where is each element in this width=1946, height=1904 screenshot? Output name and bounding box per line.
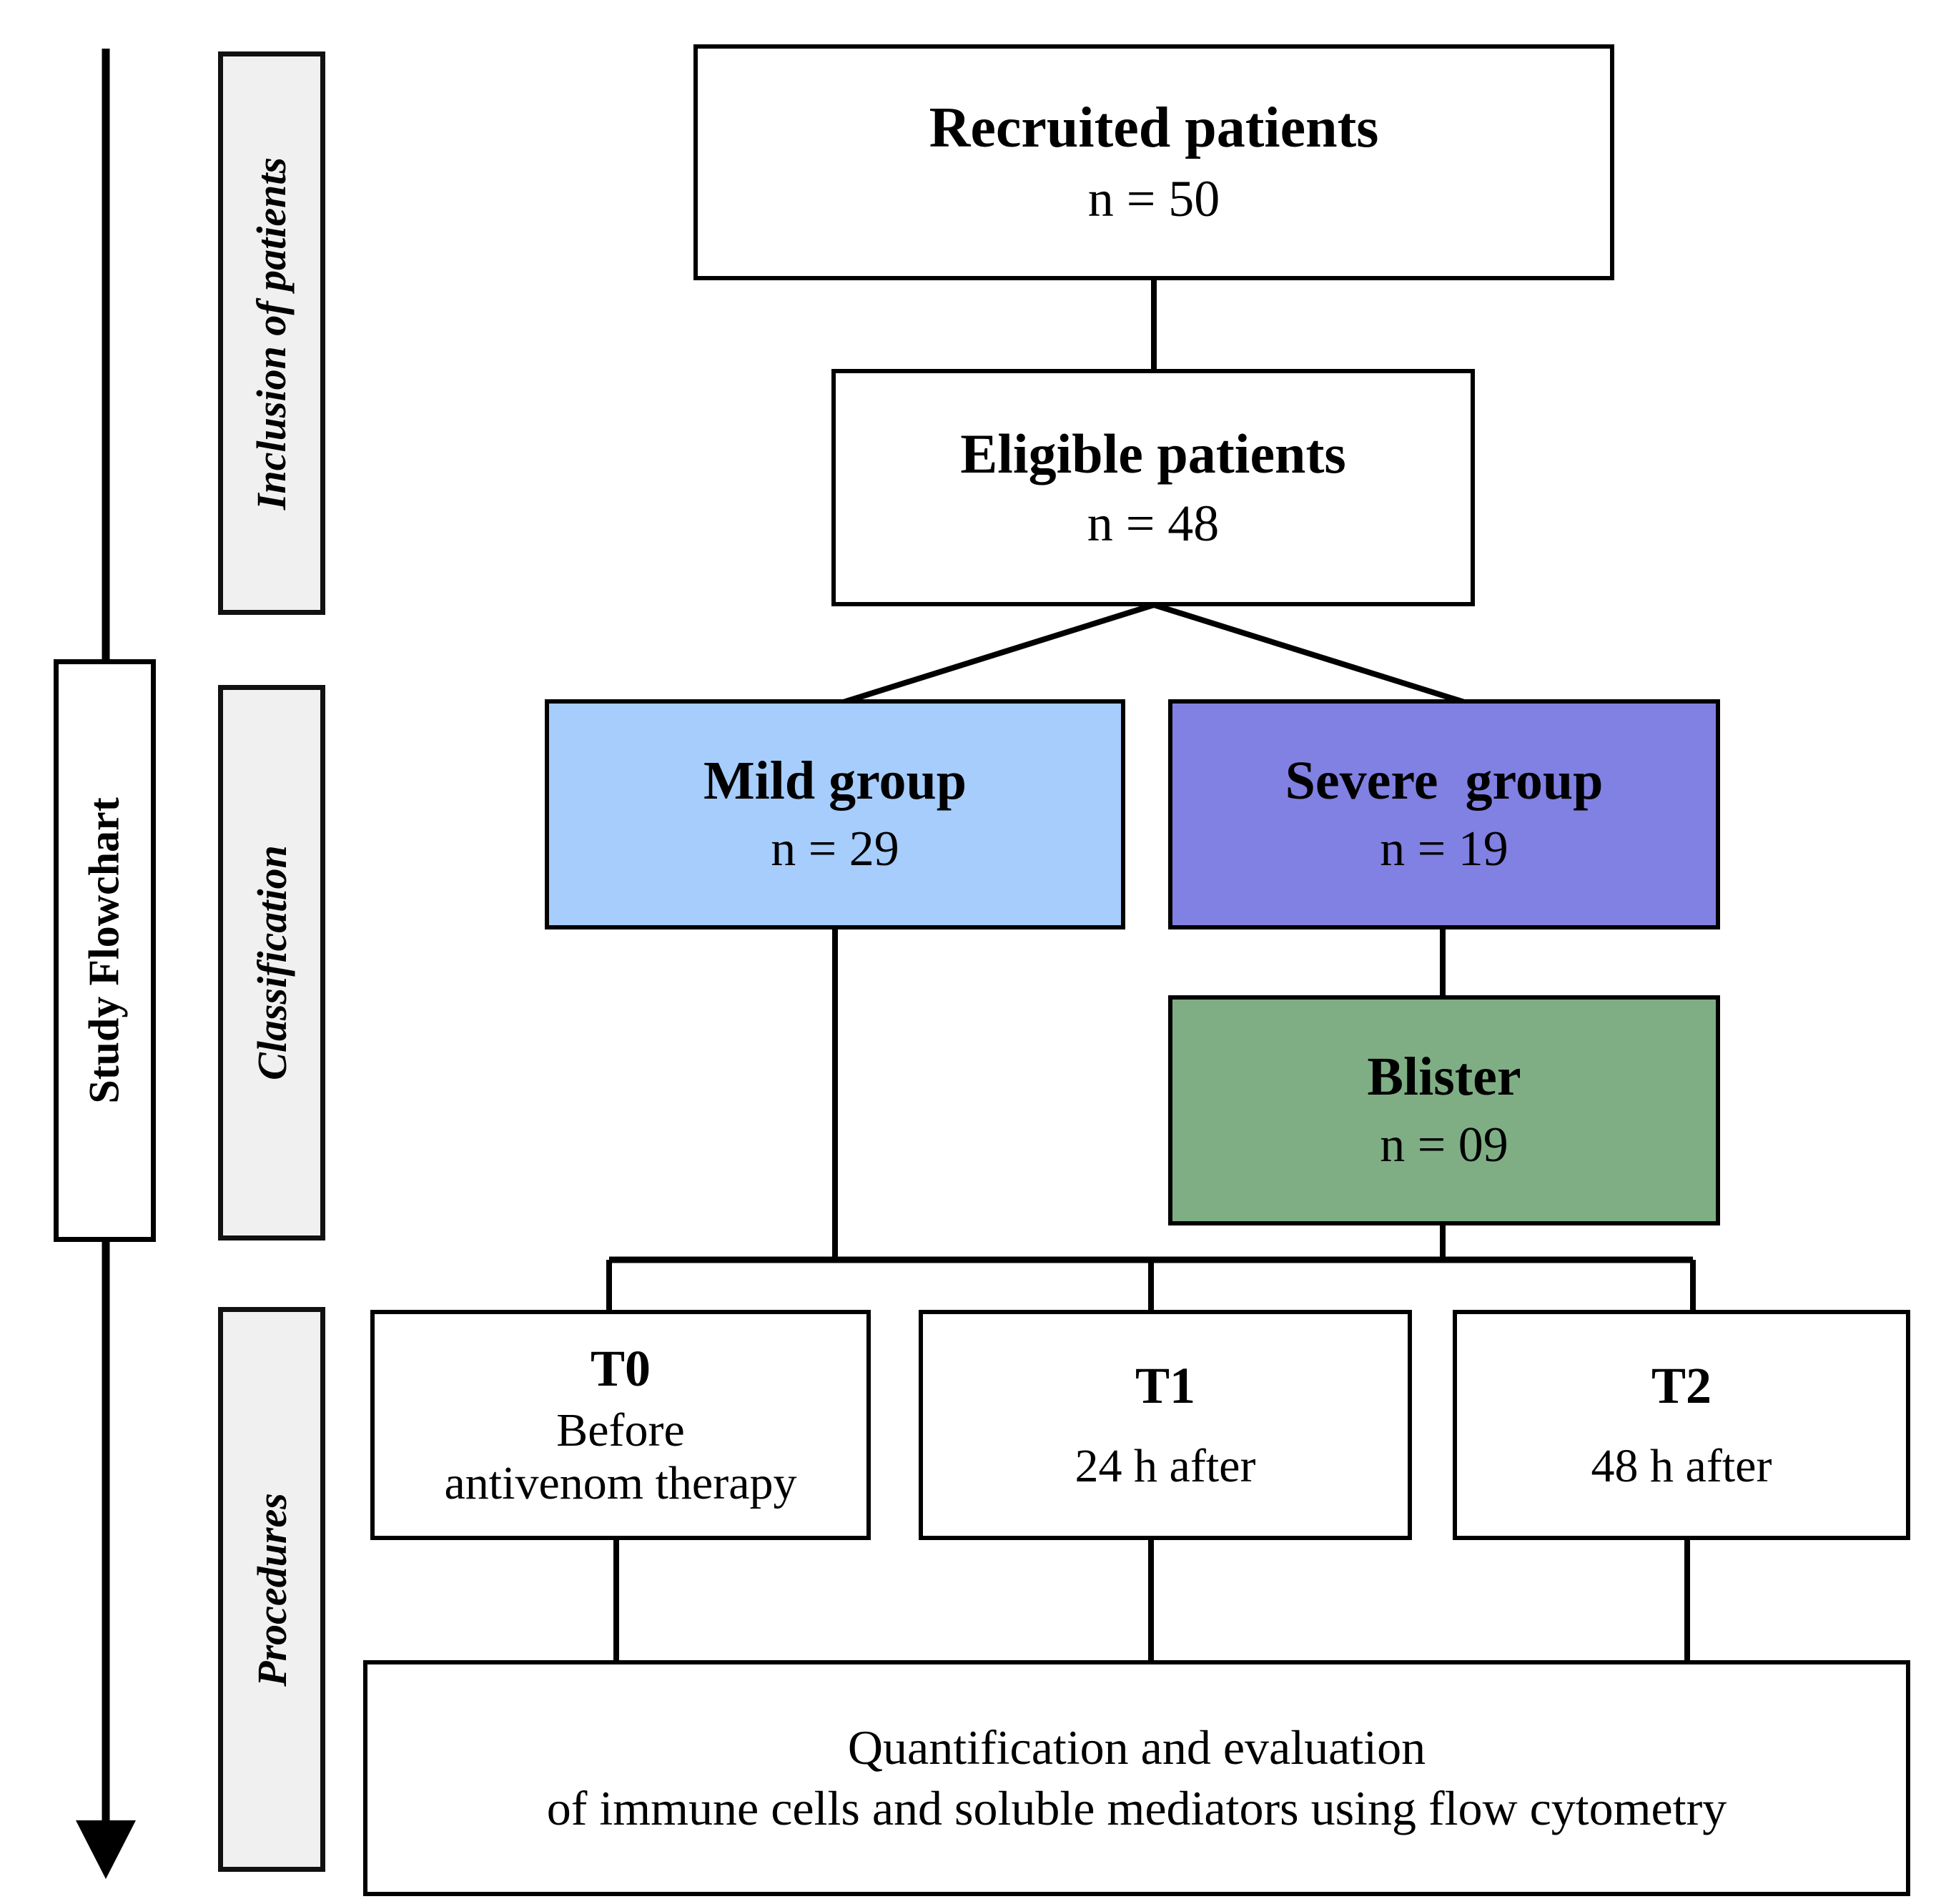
blister[interactable]: Blister n = 09 <box>1168 995 1720 1225</box>
stage-inclusion: Inclusion of patients <box>218 51 325 615</box>
timepoint-t2-desc: 48 h after <box>1591 1440 1772 1493</box>
flow-axis-label: Study Flowchart <box>54 659 156 1242</box>
timepoint-t0[interactable]: T0 Before antivenom therapy <box>370 1310 871 1540</box>
stage-inclusion-label: Inclusion of patients <box>248 157 295 510</box>
outcome-text: Quantification and evaluation of immune … <box>546 1720 1727 1835</box>
mild-group[interactable]: Mild group n = 29 <box>545 699 1125 929</box>
timepoint-t0-desc: Before antivenom therapy <box>444 1404 797 1510</box>
flow-axis-label-text: Study Flowchart <box>81 797 129 1104</box>
recruited-patients[interactable]: Recruited patients n = 50 <box>693 44 1614 280</box>
timepoint-t1-title: T1 <box>1135 1356 1196 1414</box>
mild-group-title: Mild group <box>703 751 967 812</box>
outcome[interactable]: Quantification and evaluation of immune … <box>363 1660 1910 1896</box>
blister-title: Blister <box>1367 1047 1521 1108</box>
severe-group-count: n = 19 <box>1380 822 1508 877</box>
timepoint-t1-desc: 24 h after <box>1075 1440 1256 1493</box>
recruited-patients-count: n = 50 <box>1087 170 1220 228</box>
eligible-patients[interactable]: Eligible patients n = 48 <box>831 369 1475 606</box>
eligible-patients-title: Eligible patients <box>960 423 1346 485</box>
severe-group[interactable]: Severe group n = 19 <box>1168 699 1720 929</box>
timepoint-t2-title: T2 <box>1651 1356 1712 1414</box>
recruited-patients-title: Recruited patients <box>929 96 1379 159</box>
timepoint-t0-title: T0 <box>590 1339 651 1397</box>
blister-count: n = 09 <box>1380 1118 1508 1173</box>
eligible-patients-count: n = 48 <box>1087 495 1220 553</box>
timepoint-t1[interactable]: T1 24 h after <box>919 1310 1412 1540</box>
mild-group-count: n = 29 <box>771 822 899 877</box>
stage-procedures-label: Procedures <box>248 1492 295 1687</box>
timepoint-t2[interactable]: T2 48 h after <box>1453 1310 1910 1540</box>
stage-classification-label: Classification <box>248 845 295 1080</box>
stage-classification: Classification <box>218 685 325 1240</box>
severe-group-title: Severe group <box>1285 751 1604 812</box>
stage-procedures: Procedures <box>218 1307 325 1872</box>
